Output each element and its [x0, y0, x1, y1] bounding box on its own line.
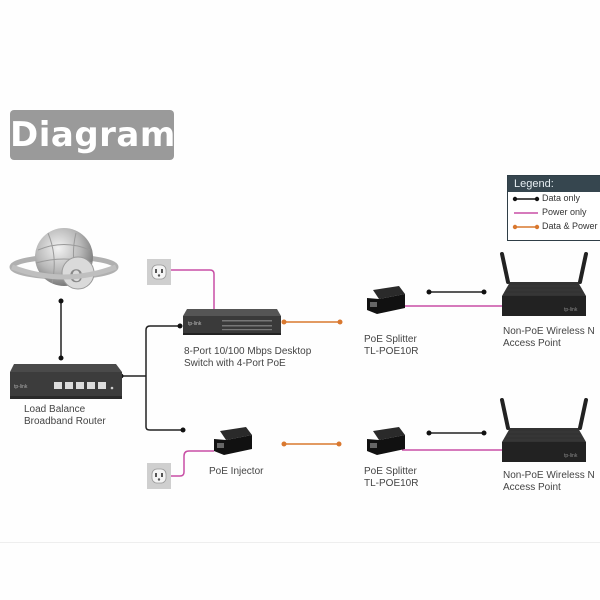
legend-label: Data & Power — [542, 221, 598, 231]
legend-item-data-power: Data & Power — [508, 220, 600, 234]
bottom-divider — [0, 542, 600, 543]
access-point-device-icon: tp-link — [500, 252, 588, 316]
router-label: Load Balance Broadband Router — [24, 404, 106, 428]
switch-label: 8-Port 10/100 Mbps Desktop Switch with 4… — [184, 346, 311, 370]
ap-bottom-label: Non-PoE Wireless N Access Point — [503, 470, 595, 494]
wire-outlet-switch — [170, 269, 215, 309]
splitter-bottom-label-line1: PoE Splitter — [364, 466, 417, 477]
legend-label: Data only — [542, 193, 581, 203]
ap-top-label-line1: Non-PoE Wireless N — [503, 326, 595, 337]
wire-switch-splitter — [281, 319, 343, 325]
legend-heading: Legend: — [508, 176, 600, 192]
splitter-bottom-label: PoE Splitter TL-POE10R — [364, 466, 418, 490]
splitter-bottom-label-line2: TL-POE10R — [364, 478, 419, 489]
wire-splitter-ap-data-top — [426, 289, 487, 295]
data-line-swatch-icon — [512, 196, 540, 202]
wire-internet-router — [58, 298, 64, 361]
ap-top-label-line2: Access Point — [503, 338, 561, 349]
poe-switch-device-icon: tp-link — [183, 309, 281, 335]
poe-injector-device-icon — [214, 427, 252, 455]
wire-splitter-ap-data-bottom — [426, 430, 487, 436]
splitter-top-label: PoE Splitter TL-POE10R — [364, 334, 418, 358]
wire-outlet-injector — [170, 450, 214, 477]
access-point-device-icon: tp-link — [500, 398, 588, 462]
wire-injector-splitter — [281, 441, 342, 447]
switch-label-line2: Switch with 4-Port PoE — [184, 358, 286, 369]
poe-splitter-device-icon — [367, 427, 405, 455]
injector-label: PoE Injector — [209, 466, 264, 477]
router-label-line1: Load Balance — [24, 404, 86, 415]
power-line-swatch-icon — [514, 212, 538, 214]
data-power-line-swatch-icon — [512, 224, 540, 230]
legend-item-power-only: Power only — [508, 206, 600, 220]
ap-top-label: Non-PoE Wireless N Access Point — [503, 326, 595, 350]
svg-text:tp-link: tp-link — [188, 321, 202, 327]
splitter-top-label-line1: PoE Splitter — [364, 334, 417, 345]
power-outlet-icon — [147, 463, 171, 489]
legend-label: Power only — [542, 207, 587, 217]
poe-splitter-device-icon — [367, 286, 405, 314]
diagram-title: Diagram — [10, 110, 175, 160]
switch-label-line1: 8-Port 10/100 Mbps Desktop — [184, 346, 312, 357]
splitter-top-label-line2: TL-POE10R — [364, 346, 419, 357]
svg-text:tp-link: tp-link — [564, 453, 578, 459]
svg-text:tp-link: tp-link — [14, 384, 28, 390]
ap-bottom-label-line1: Non-PoE Wireless N — [503, 470, 595, 481]
wire-router-switch-injector — [118, 323, 186, 433]
power-outlet-icon — [147, 259, 171, 285]
svg-text:tp-link: tp-link — [564, 307, 578, 313]
internet-globe-icon: e — [9, 228, 119, 290]
router-device-icon: tp-link — [10, 364, 122, 399]
legend-box: Legend: Data only Power only Data & Powe… — [507, 175, 600, 241]
ap-bottom-label-line2: Access Point — [503, 482, 561, 493]
legend-item-data-only: Data only — [508, 192, 600, 206]
router-label-line2: Broadband Router — [24, 416, 106, 427]
